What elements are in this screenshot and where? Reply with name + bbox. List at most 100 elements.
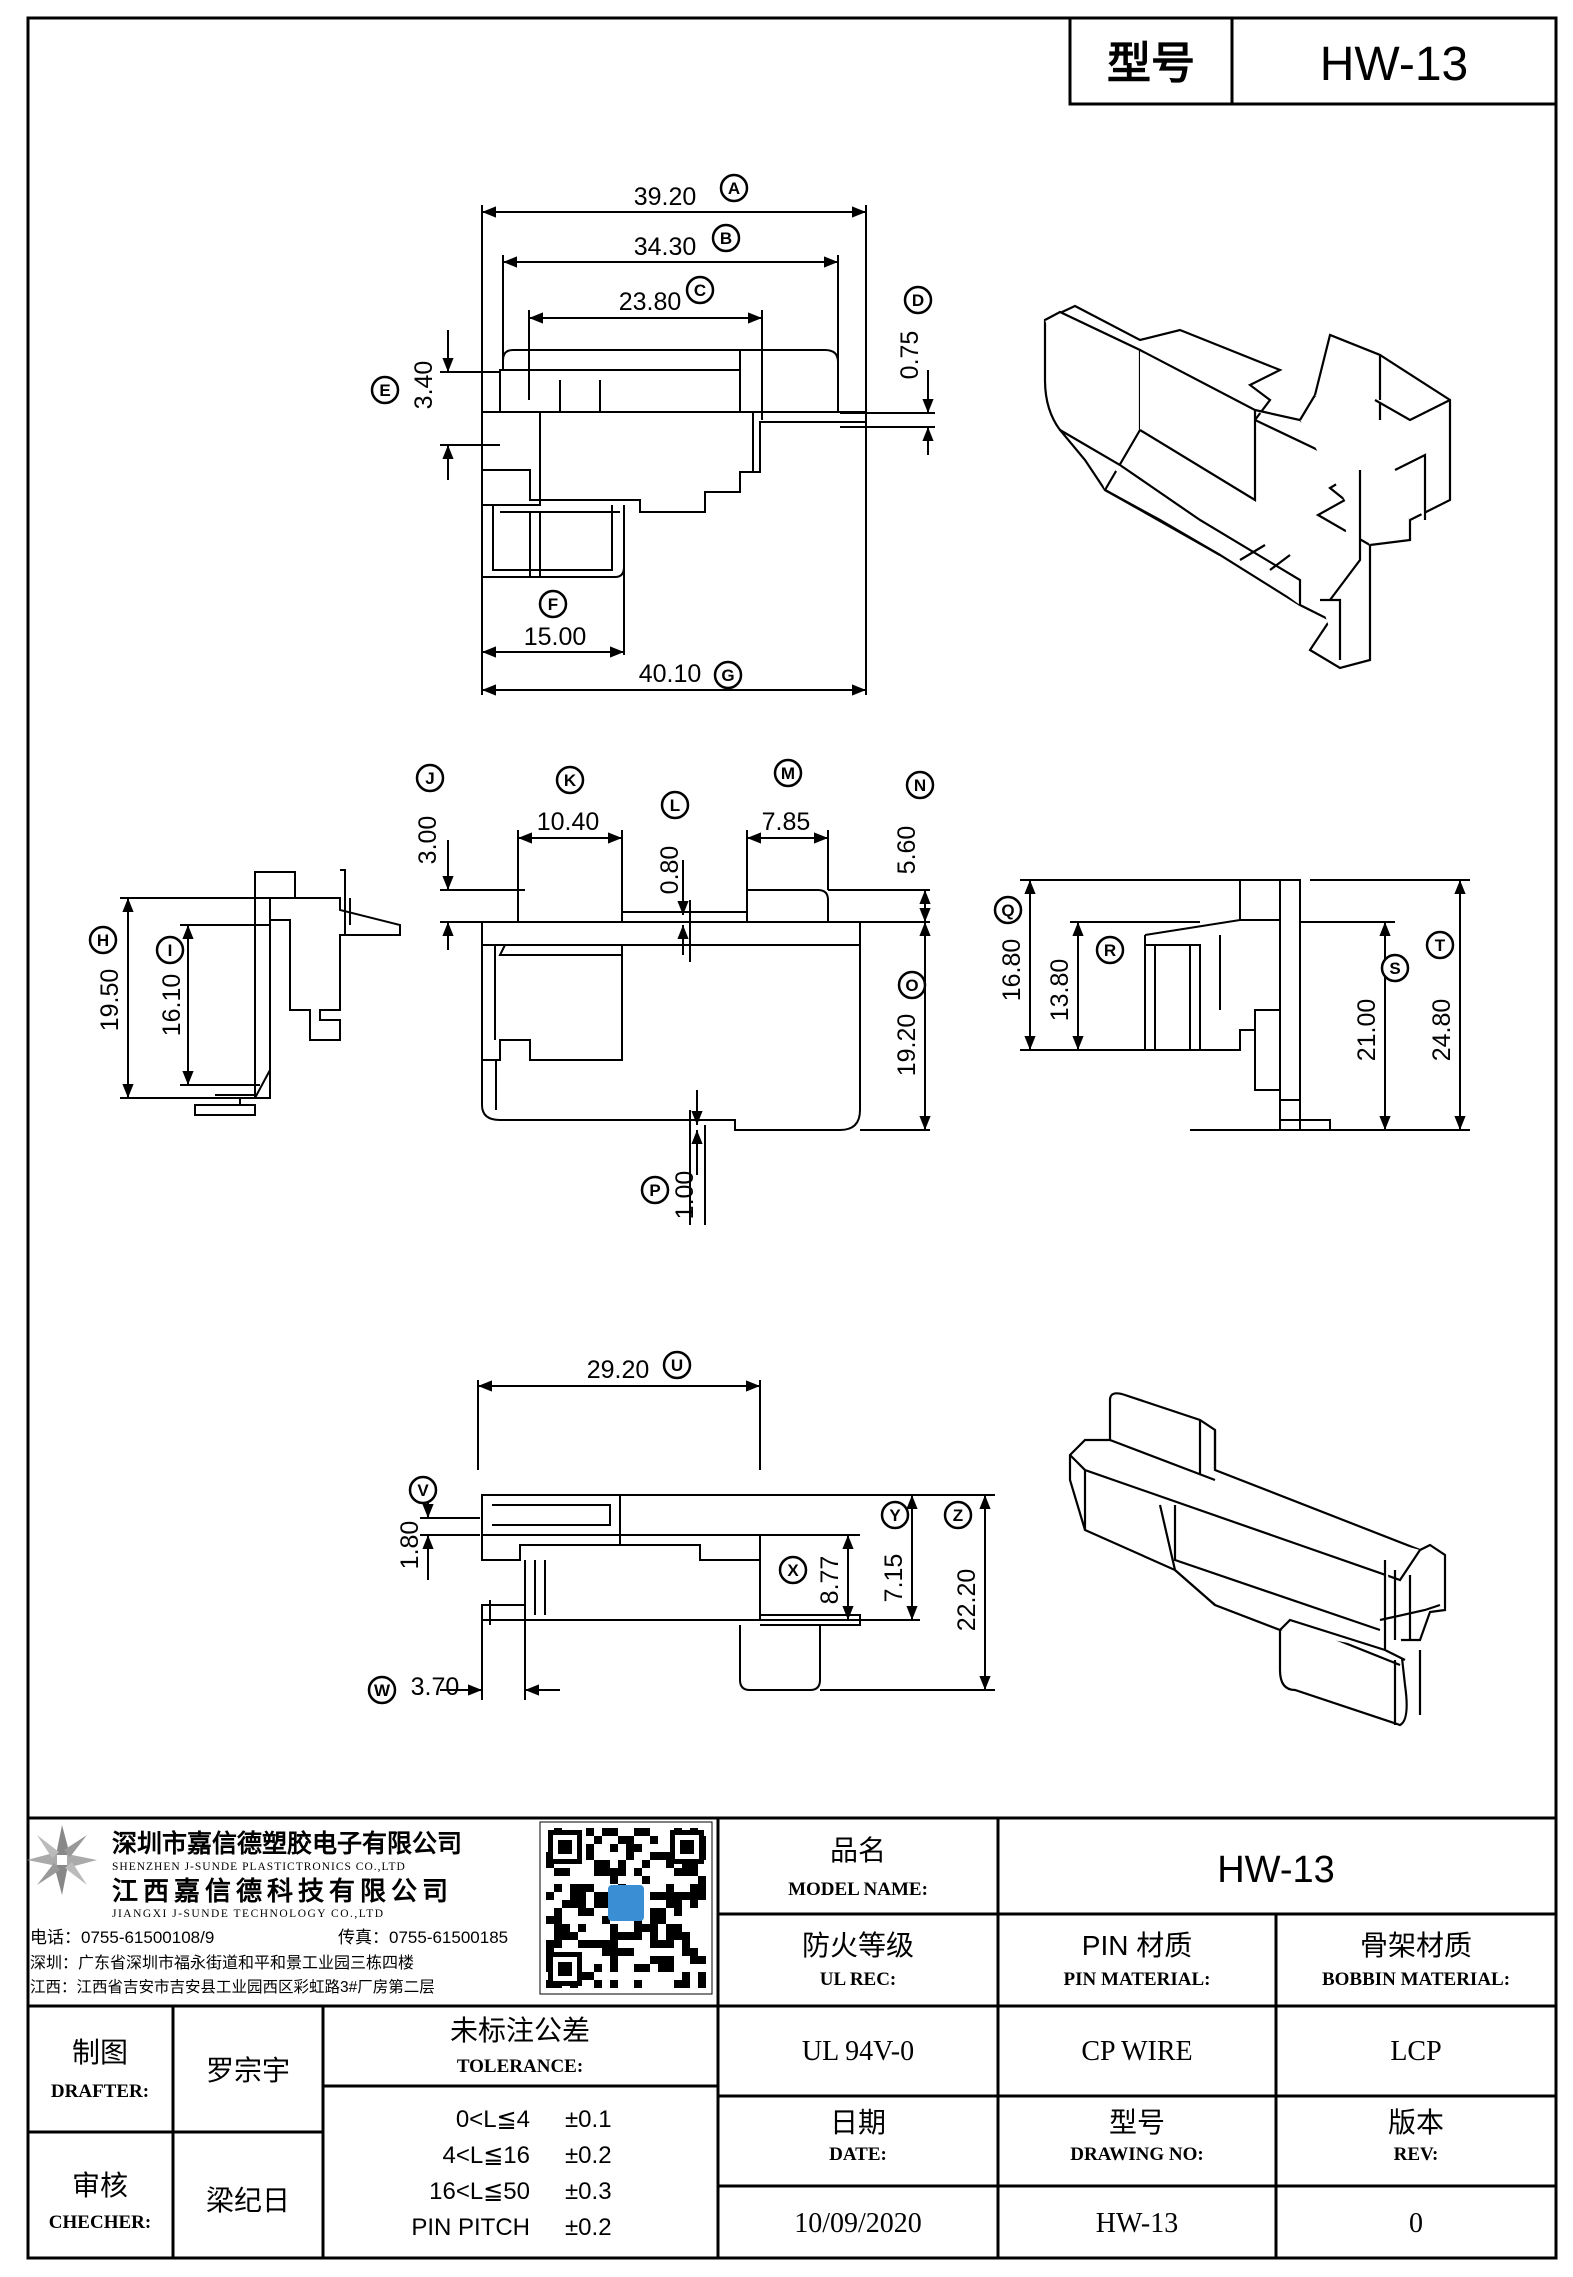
dimension-marker-o: [897, 970, 927, 1000]
title-block: [28, 1816, 1556, 2258]
company-fax: 传真：0755-61500185: [338, 1928, 508, 1947]
dimension-marker-w: [367, 1675, 397, 1705]
tolerance-table: 0<L≦4 ±0.1 4<L≦16 ±0.2 16<L≦50 ±0.3 PIN …: [411, 2106, 611, 2241]
dimension-value-k: 10.40: [537, 808, 600, 836]
dimension-marker-c: [685, 275, 715, 305]
date-value: 10/09/2020: [794, 2208, 922, 2239]
dimension-marker-m: [773, 758, 803, 788]
top-model-label: 型号: [1107, 39, 1195, 88]
dimension-letter-x: X: [787, 1561, 799, 1580]
dimension-letter-g: G: [721, 666, 734, 685]
dimension-marker-v: [408, 1475, 438, 1505]
bobbin-value: LCP: [1390, 2036, 1441, 2067]
tolerance-label-en: TOLERANCE:: [457, 2056, 583, 2077]
company-logo: [27, 1825, 97, 1895]
pin-label-en: PIN MATERIAL:: [1064, 1969, 1211, 1990]
dimension-marker-r: [1095, 935, 1125, 965]
dimension-marker-k: [555, 765, 585, 795]
dimension-marker-h: [88, 925, 118, 955]
ul-label-cn: 防火等级: [802, 1930, 914, 1961]
tolerance-range-1: 0<L≦4: [456, 2106, 530, 2133]
dimension-letter-c: C: [694, 281, 706, 300]
drafter-label-en: DRAFTER:: [51, 2081, 149, 2102]
dimension-marker-z: [943, 1500, 973, 1530]
checker-name: 梁纪日: [206, 2185, 290, 2216]
rev-value: 0: [1409, 2208, 1423, 2239]
tolerance-label-cn: 未标注公差: [450, 2015, 590, 2046]
dimension-value-f: 15.00: [524, 623, 587, 651]
date-label-cn: 日期: [830, 2107, 886, 2138]
company-address-jx: 江西：江西省吉安市吉安县工业园西区彩虹路3#厂房第二层: [30, 1978, 435, 1996]
dimension-value-b: 34.30: [634, 233, 697, 261]
company-name-en: SHENZHEN J-SUNDE PLASTICTRONICS CO.,LTD: [112, 1861, 406, 1873]
dimension-value-j: 3.00: [414, 816, 442, 865]
dimension-marker-y: [880, 1500, 910, 1530]
pin-value: CP WIRE: [1081, 2036, 1192, 2067]
dimension-letter-y: Y: [889, 1506, 901, 1525]
right-side-view: [1020, 879, 1470, 1131]
dimension-value-a: 39.20: [634, 183, 697, 211]
isometric-view-bottom: [1068, 1392, 1447, 1727]
dwg-label-cn: 型号: [1109, 2107, 1165, 2138]
checker-label-en: CHECHER:: [49, 2212, 151, 2233]
tolerance-value-1: ±0.1: [565, 2106, 612, 2133]
tolerance-range-2: 4<L≦16: [442, 2142, 530, 2169]
dimension-marker-e: [370, 375, 400, 405]
company2-name-cn: 江西嘉信德科技有限公司: [112, 1876, 453, 1906]
dimension-letter-t: T: [1435, 936, 1446, 955]
dimension-value-h: 19.50: [96, 969, 124, 1032]
dimension-marker-l: [660, 790, 690, 820]
dimension-letter-j: J: [425, 769, 434, 788]
date-label-en: DATE:: [829, 2144, 887, 2165]
dimension-value-u: 29.20: [587, 1356, 650, 1384]
dimension-marker-n: [905, 770, 935, 800]
dimension-marker-x: [778, 1555, 808, 1585]
dimension-letter-f: F: [548, 595, 558, 614]
dimension-value-l: 0.80: [656, 846, 684, 895]
pin-label-cn: PIN 材质: [1082, 1930, 1192, 1961]
drafter-name: 罗宗宇: [206, 2055, 290, 2086]
dimension-letter-u: U: [671, 1356, 683, 1375]
dimension-value-s: 21.00: [1353, 999, 1381, 1062]
dimension-value-x: 8.77: [816, 1556, 844, 1605]
dwg-value: HW-13: [1096, 2208, 1178, 2239]
tolerance-range-4: PIN PITCH: [411, 2214, 530, 2241]
dimension-letter-b: B: [720, 229, 732, 248]
dimension-value-w: 3.70: [411, 1673, 460, 1701]
company2-name-en: JIANGXI J-SUNDE TECHNOLOGY CO.,LTD: [112, 1908, 385, 1920]
dimension-letter-a: A: [728, 179, 740, 198]
dimension-letter-h: H: [97, 931, 109, 950]
dimension-letter-e: E: [379, 381, 390, 400]
dimension-marker-t: [1425, 930, 1455, 960]
dimension-letter-m: M: [781, 764, 795, 783]
ul-label-en: UL REC:: [820, 1969, 897, 1990]
dimension-value-z: 22.20: [953, 1569, 981, 1632]
dimension-letter-o: O: [905, 976, 918, 995]
dimension-marker-g: [713, 660, 743, 690]
dimension-marker-b: [711, 223, 741, 253]
model-name-value: HW-13: [1217, 1849, 1335, 1891]
dimension-value-r: 13.80: [1046, 959, 1074, 1022]
dimension-value-d: 0.75: [896, 331, 924, 380]
dimension-value-t: 24.80: [1428, 999, 1456, 1062]
rev-label-en: REV:: [1394, 2144, 1439, 2165]
dimension-value-q: 16.80: [998, 939, 1026, 1002]
dimension-letter-v: V: [417, 1481, 429, 1500]
bobbin-label-cn: 骨架材质: [1360, 1930, 1472, 1961]
dimension-letter-r: R: [1104, 941, 1116, 960]
tolerance-value-4: ±0.2: [565, 2214, 612, 2241]
checker-label-cn: 审核: [72, 2170, 128, 2201]
dimension-marker-s: [1380, 953, 1410, 983]
dimension-letter-k: K: [564, 771, 577, 790]
tolerance-value-2: ±0.2: [565, 2142, 612, 2169]
dwg-label-en: DRAWING NO:: [1070, 2144, 1204, 2165]
dimension-marker-q: [993, 895, 1023, 925]
dimension-letter-w: W: [374, 1681, 391, 1700]
ul-value: UL 94V-0: [802, 2036, 914, 2067]
top-view: [440, 205, 935, 696]
bottom-view: [420, 1380, 995, 1700]
top-model-value: HW-13: [1320, 38, 1468, 91]
dimension-marker-a: [719, 173, 749, 203]
isometric-view-top: [1043, 304, 1452, 670]
